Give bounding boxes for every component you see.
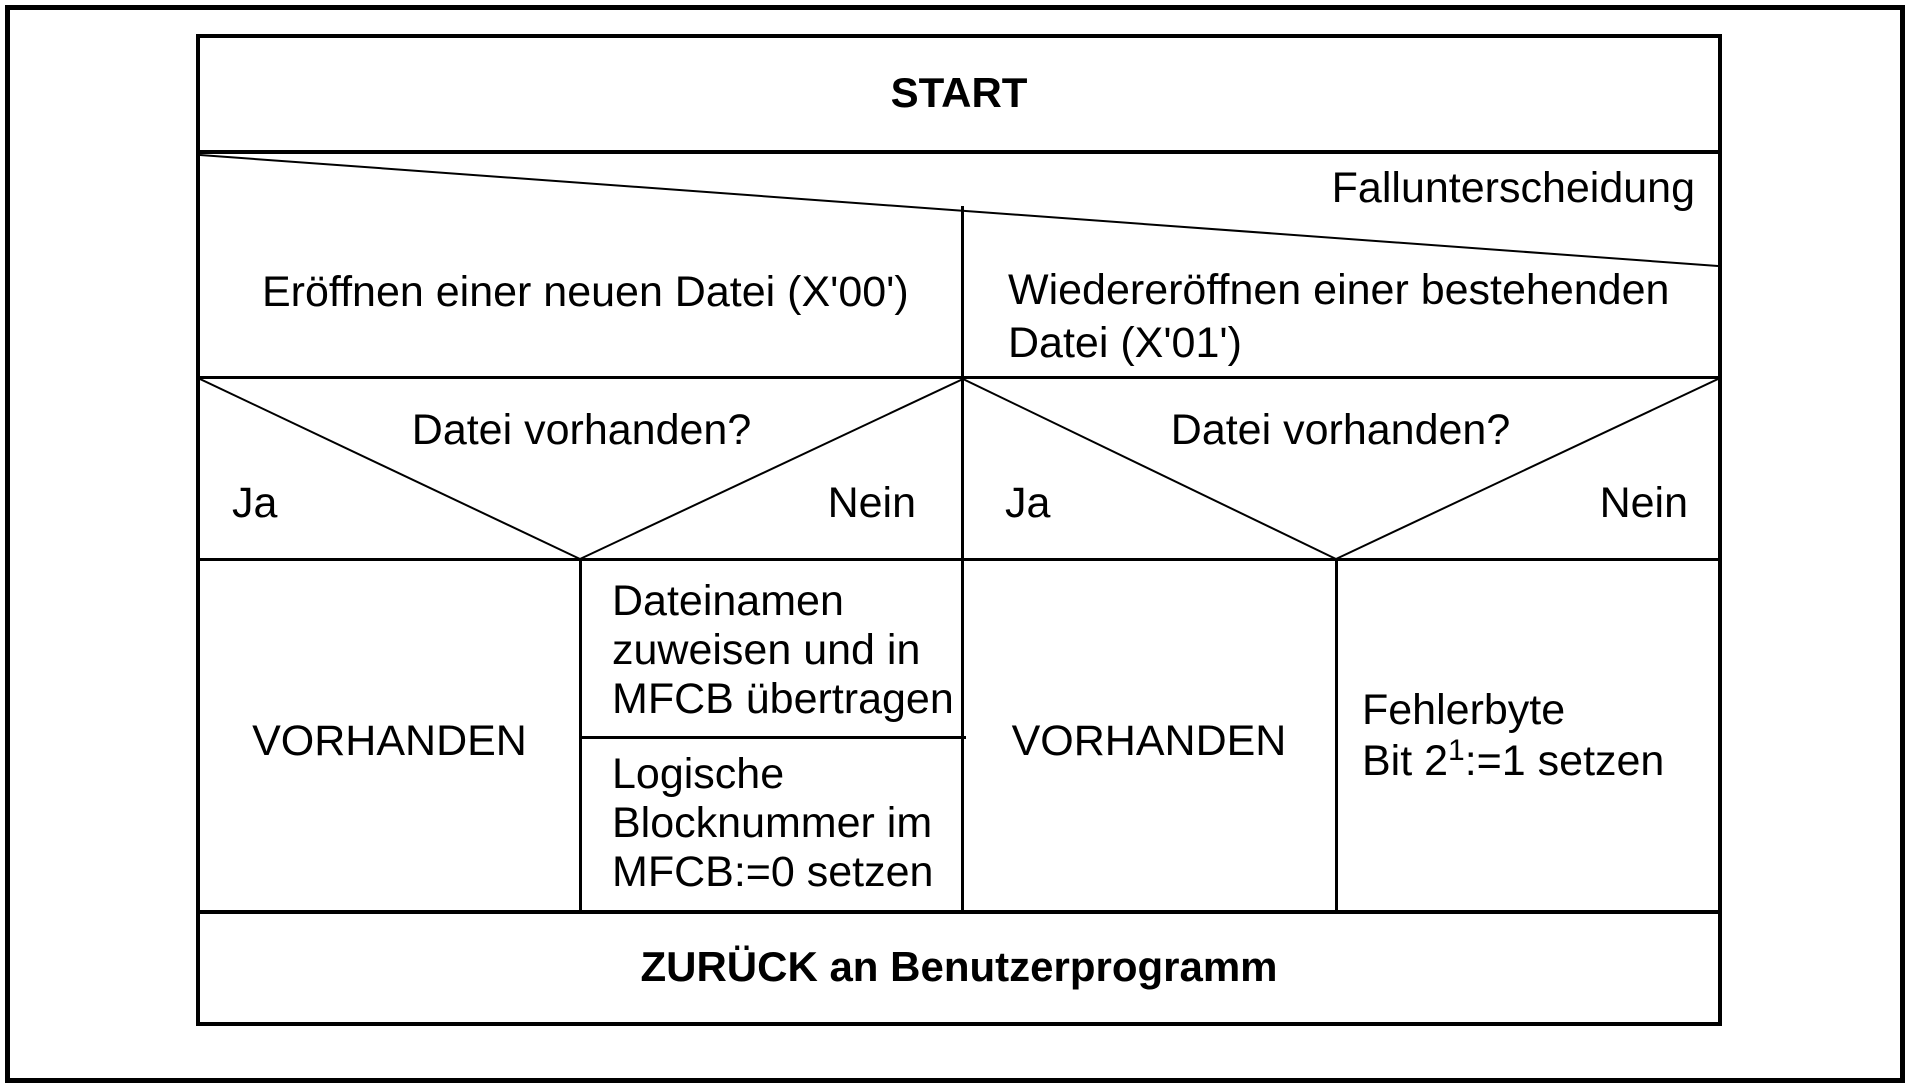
column-divider-left-branch (579, 558, 582, 914)
action-left-yes-label: VORHANDEN (252, 717, 527, 765)
decision-left-question: Datei vorhanden? (411, 406, 752, 454)
case-title: Fallunterscheidung (1331, 164, 1695, 212)
diagonal-lines (200, 154, 1718, 560)
case-diagonal-line (200, 154, 1718, 267)
row-divider-case (200, 376, 1718, 379)
right-triangle-left-edge (962, 378, 1337, 560)
structogram: START Fallunterscheidung Eröffnen einer … (196, 34, 1722, 1026)
start-label: START (890, 69, 1028, 116)
decision-left-no-label: Nein (827, 479, 916, 527)
action-right-no-line2-post: :=1 setzen (1464, 737, 1665, 785)
action-right-no-line1: Fehlerbyte (1362, 686, 1566, 734)
decision-right-no-label: Nein (1599, 479, 1688, 527)
action-left-no-step1-label: Dateinamen zuweisen und in MFCB übertrag… (612, 577, 954, 723)
action-right-no-line2-pre: Bit 2 (1362, 737, 1449, 785)
case-left-label: Eröffnen einer neuen Datei (X'00') (262, 268, 909, 316)
decision-left-yes-label: Ja (232, 479, 278, 527)
action-right-yes-label: VORHANDEN (1011, 717, 1287, 765)
case-right-label: Wiedereröffnen einer bestehenden Datei (… (1008, 266, 1670, 367)
left-triangle-left-edge (200, 378, 581, 560)
left-triangle-right-edge (579, 378, 964, 560)
action-right-no-superscript: 1 (1448, 734, 1465, 767)
row-divider-decision (200, 558, 1718, 561)
column-divider-main (961, 206, 964, 914)
action-right-no-label: Fehlerbyte Bit 21:=1 setzen (1362, 685, 1664, 791)
right-triangle-right-edge (1335, 378, 1718, 560)
return-label: ZURÜCK an Benutzerprogramm (640, 943, 1278, 990)
column-divider-right-branch (1335, 558, 1338, 914)
page-border (5, 5, 1905, 1083)
decision-right-yes-label: Ja (1005, 479, 1051, 527)
decision-right-question: Datei vorhanden? (1170, 406, 1511, 454)
row-divider-start (200, 150, 1718, 154)
step-divider-left-no-branch (579, 736, 966, 739)
row-divider-actions (200, 910, 1718, 914)
action-left-no-step2-label: Logische Blocknummer im MFCB:=0 setzen (612, 750, 934, 896)
